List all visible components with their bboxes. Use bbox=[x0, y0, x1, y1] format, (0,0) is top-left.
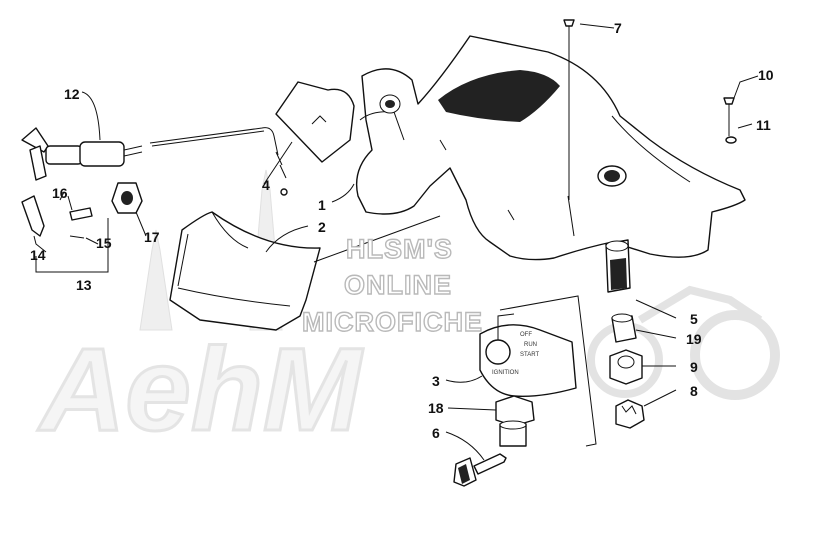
ignition-key bbox=[453, 453, 507, 487]
callout-17: 17 bbox=[144, 229, 160, 245]
decal-off: OFF bbox=[520, 332, 532, 338]
callout-19: 19 bbox=[686, 331, 702, 347]
watermark-line-1: HLSM'S bbox=[346, 234, 453, 264]
callout-10: 10 bbox=[758, 67, 774, 83]
callout-2: 2 bbox=[318, 219, 326, 235]
watermark-brand: AehM bbox=[37, 324, 364, 456]
callout-16: 16 bbox=[52, 185, 68, 201]
callout-12: 12 bbox=[64, 86, 80, 102]
fasteners bbox=[563, 19, 737, 200]
leader-lines bbox=[33, 23, 759, 461]
ignition-switch-body bbox=[495, 395, 535, 447]
switch-stack bbox=[605, 239, 645, 429]
callout-18: 18 bbox=[428, 400, 444, 416]
decal-run: RUN bbox=[524, 342, 537, 348]
callout-14: 14 bbox=[30, 247, 46, 263]
decal-start: START bbox=[520, 352, 539, 358]
callout-4: 4 bbox=[262, 177, 270, 193]
callout-9: 9 bbox=[690, 359, 698, 375]
callout-3: 3 bbox=[432, 373, 440, 389]
callout-5: 5 bbox=[690, 311, 698, 327]
watermark-text: HLSM'S ONLINE MICROFICHE bbox=[301, 233, 483, 337]
hood-decal bbox=[275, 81, 355, 163]
switch-parts bbox=[21, 182, 143, 239]
watermark-line-2: ONLINE bbox=[344, 270, 452, 300]
lower-console-panel bbox=[169, 211, 321, 331]
watermark-line-3: MICROFICHE bbox=[302, 307, 483, 337]
callout-8: 8 bbox=[690, 383, 698, 399]
throttle-cable-assembly bbox=[21, 127, 288, 196]
callout-11: 11 bbox=[756, 117, 771, 133]
watermark-background: AehM bbox=[36, 169, 780, 458]
callout-15: 15 bbox=[96, 235, 112, 251]
callout-6: 6 bbox=[432, 425, 440, 441]
ignition-plate: OFF RUN START IGNITION bbox=[479, 295, 597, 447]
dash-hood bbox=[355, 35, 746, 261]
decal-ignition: IGNITION bbox=[492, 370, 519, 376]
callout-1: 1 bbox=[318, 197, 326, 213]
callout-13: 13 bbox=[76, 277, 92, 293]
callout-7: 7 bbox=[614, 20, 622, 36]
callout-numbers: 12 16 17 15 14 13 4 1 2 7 10 11 5 19 9 8… bbox=[30, 20, 774, 441]
